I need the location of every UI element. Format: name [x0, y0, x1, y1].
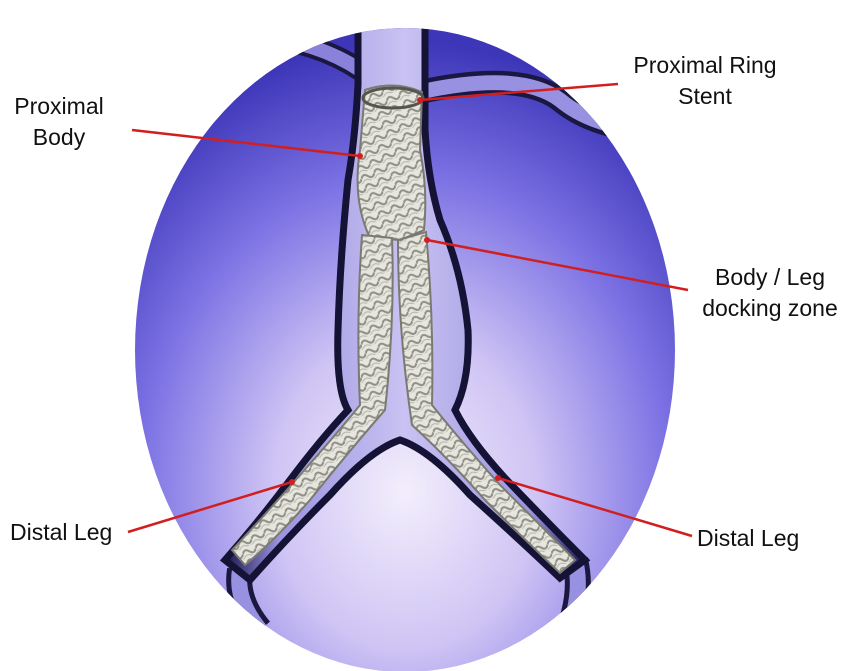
label-distal-leg-right: Distal Leg [697, 523, 799, 554]
label-proximal-ring-line2: Stent [620, 81, 790, 112]
label-docking-line2: docking zone [700, 293, 840, 324]
label-distal-leg-left: Distal Leg [10, 517, 112, 548]
label-proximal-body-line1: Proximal [12, 91, 106, 122]
label-proximal-ring-line1: Proximal Ring [620, 50, 790, 81]
label-docking-line1: Body / Leg [700, 262, 840, 293]
label-proximal-body: Proximal Body [12, 91, 106, 153]
label-proximal-body-line2: Body [12, 122, 106, 153]
label-proximal-ring-stent: Proximal Ring Stent [620, 50, 790, 112]
label-body-leg-docking-zone: Body / Leg docking zone [700, 262, 840, 324]
